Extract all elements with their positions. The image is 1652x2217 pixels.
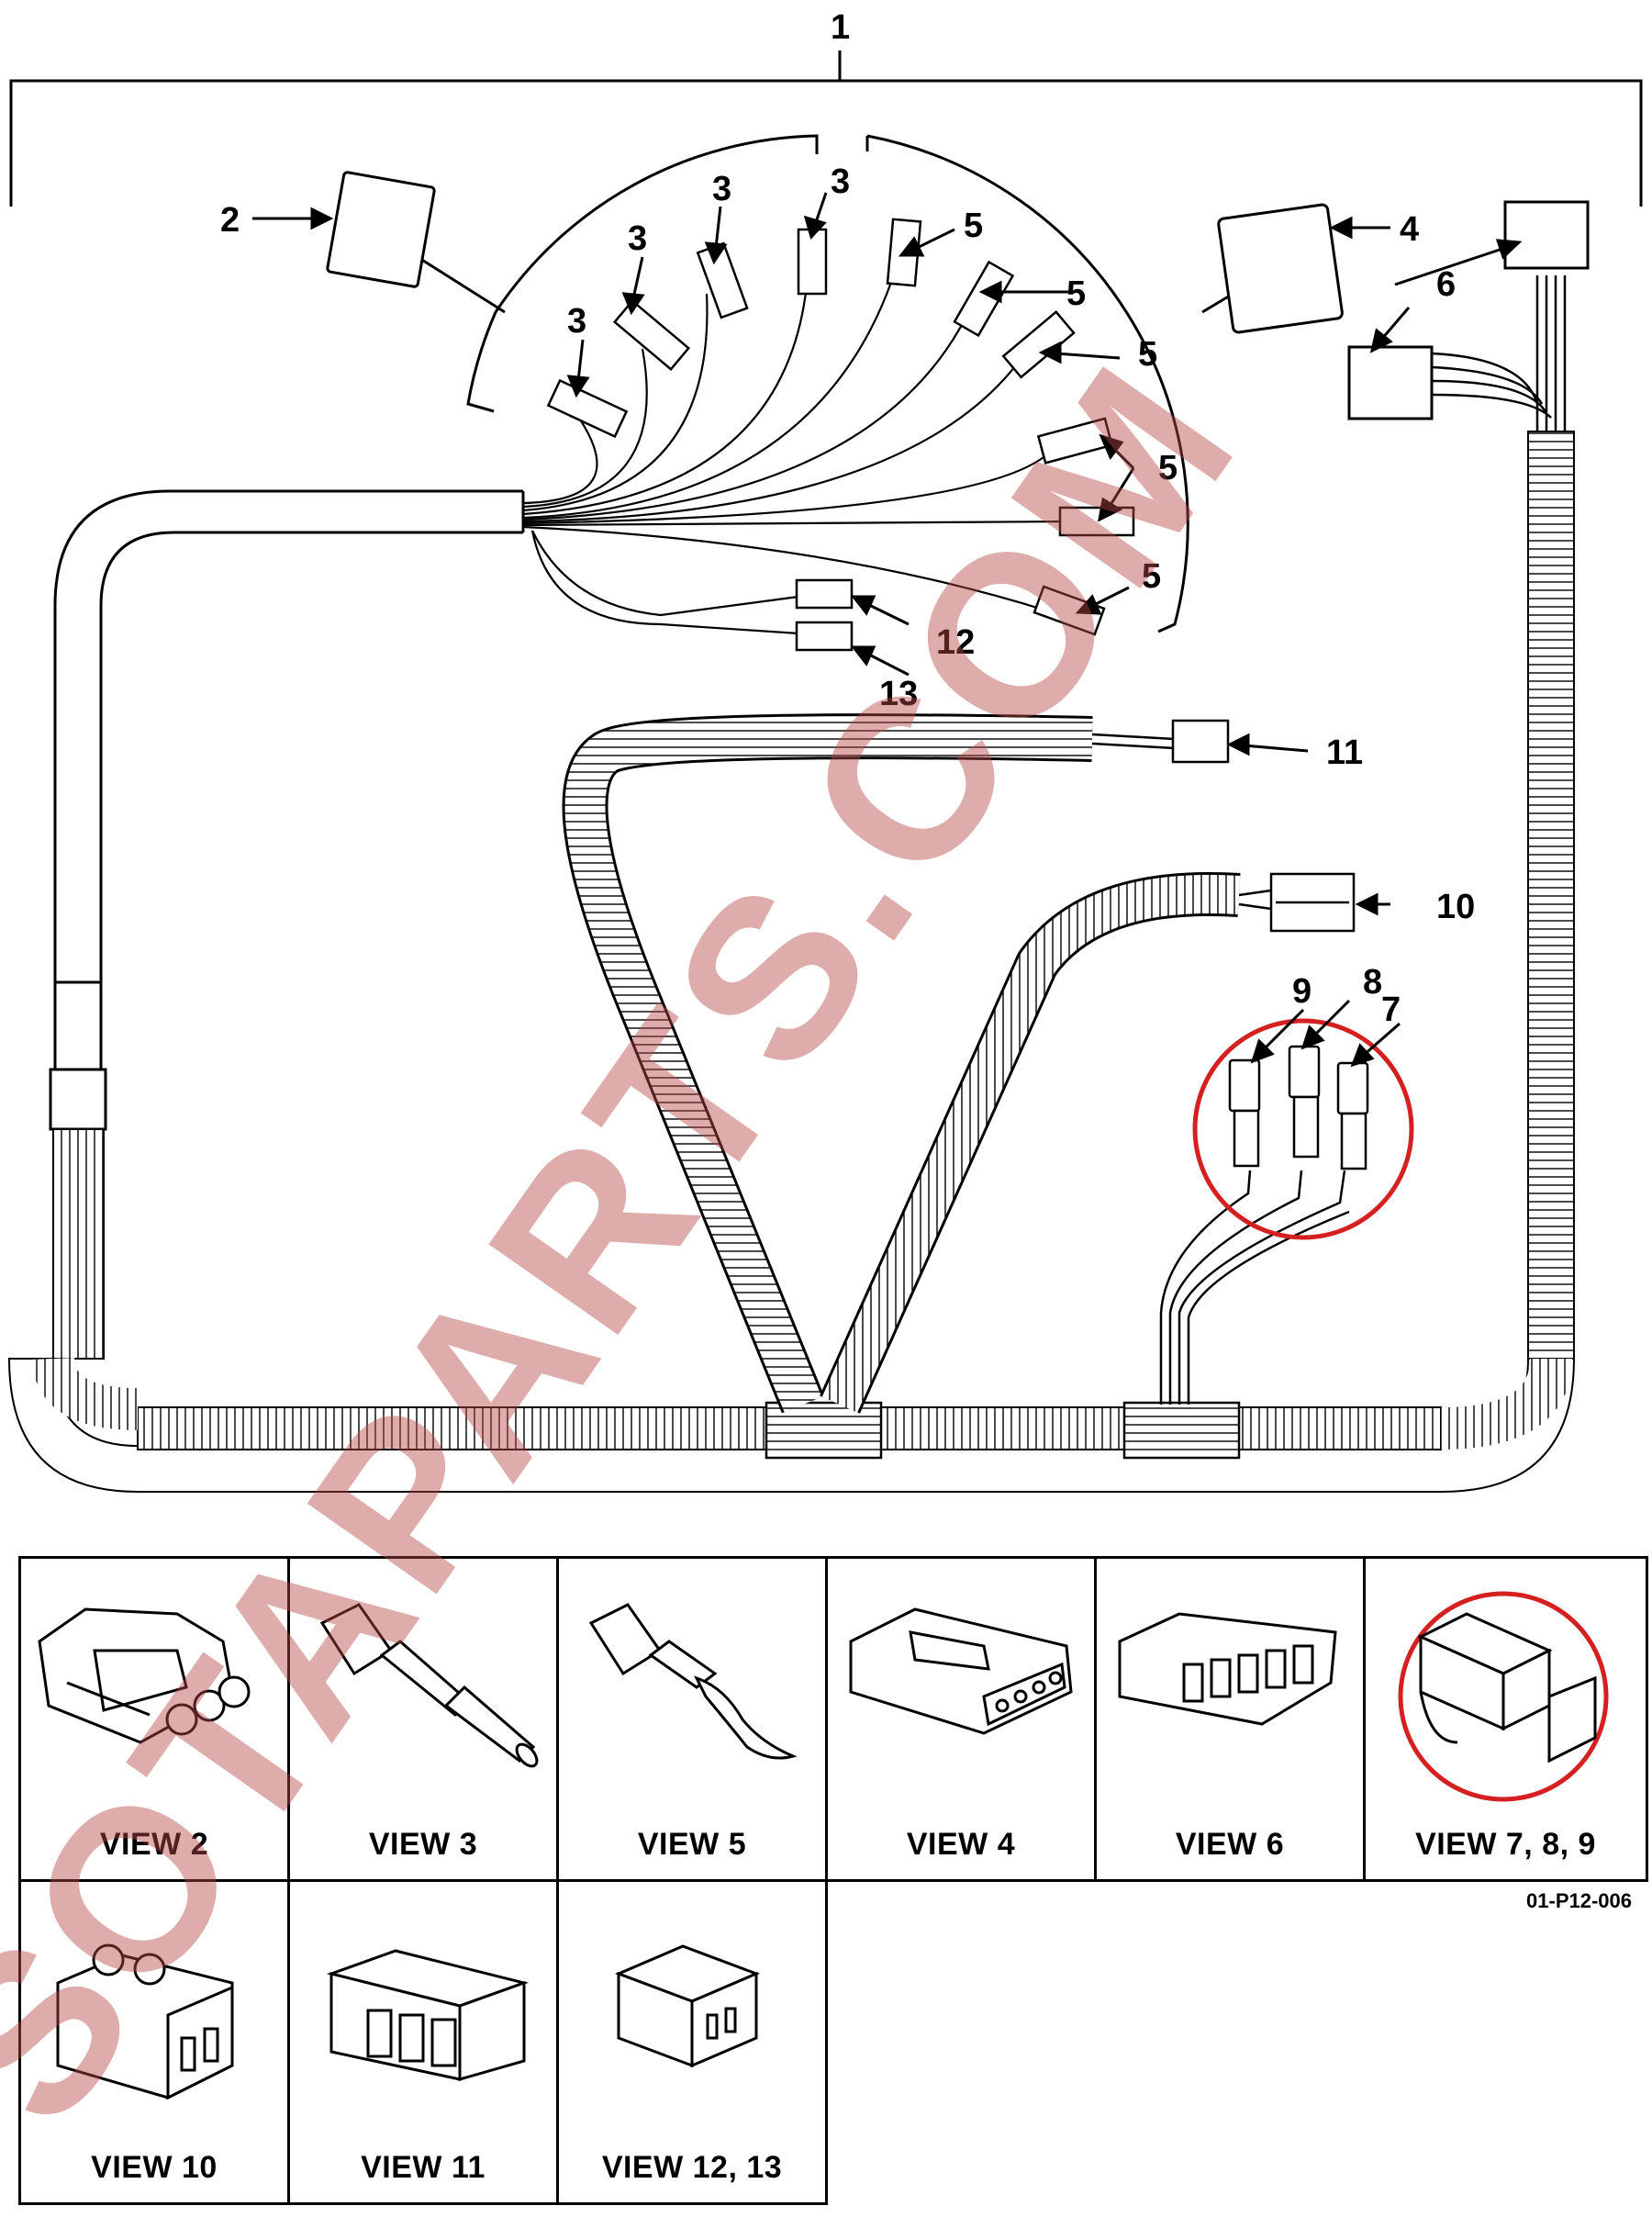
breakout-wires: [522, 256, 1075, 635]
drawing-number: 01-P12-006: [1526, 1889, 1632, 1912]
callout-11: 11: [1326, 733, 1363, 772]
callout-5b: 5: [1066, 274, 1086, 313]
view-6-label: VIEW 6: [1175, 1827, 1285, 1862]
view-4-cell: VIEW 4: [825, 1556, 1097, 1882]
view-5-label: VIEW 5: [637, 1827, 747, 1862]
branch-conduits: [562, 713, 1241, 1414]
callout-2: 2: [220, 201, 240, 240]
weather-pack-3-pin-connector-icon: [38, 1607, 251, 1744]
connector-6-side: [1347, 345, 1434, 420]
view-12-13-label: VIEW 12, 13: [601, 2150, 783, 2185]
two-way-latch-connector-icon: [56, 1943, 234, 2100]
view-11-label: VIEW 11: [361, 2150, 486, 2185]
callout-3b: 3: [628, 219, 647, 258]
view-11-cell: VIEW 11: [287, 1879, 559, 2205]
connector-4: [1201, 203, 1344, 334]
callout-6: 6: [1436, 265, 1456, 304]
junction-sleeve-left: [765, 1401, 883, 1460]
view-7-8-9-label: VIEW 7, 8, 9: [1415, 1827, 1596, 1862]
two-way-plug-icon: [614, 1944, 761, 2068]
wires-7-8-9: [1159, 1170, 1350, 1405]
junction-sleeve-right: [1122, 1401, 1241, 1460]
callout-5c: 5: [1138, 335, 1157, 374]
callout-5e: 5: [1142, 557, 1161, 596]
callout-12: 12: [936, 623, 975, 662]
breakout-arc: [466, 134, 1189, 633]
callout-4: 4: [1400, 210, 1419, 249]
view-4-label: VIEW 4: [906, 1827, 1016, 1862]
main-trunk-smooth: [49, 489, 525, 1131]
latch-connector-icon: [1398, 1591, 1609, 1802]
callout-7: 7: [1381, 991, 1401, 1029]
view-6-cell: VIEW 6: [1094, 1556, 1366, 1882]
connector-11: [1091, 719, 1230, 764]
highlight-circle-7-8-9: [1192, 1018, 1414, 1240]
callout-1: 1: [831, 8, 850, 47]
three-way-connector-icon: [326, 1949, 530, 2081]
terminals: [546, 218, 1135, 636]
edge-connector-6-way-icon: [1118, 1612, 1337, 1726]
view-12-13-cell: VIEW 12, 13: [556, 1879, 828, 2205]
harness-diagram: 1 2 4 6 3 3 3 3 5 5 5 5 5 12 13 11 10 9 …: [7, 8, 1643, 1493]
view-3-label: VIEW 3: [368, 1827, 478, 1862]
views-grid: VIEW 2 VIEW 3 VIEW 5: [18, 1556, 1648, 2205]
callout-8: 8: [1363, 963, 1382, 1002]
callout-3d: 3: [831, 162, 850, 201]
pin-terminal-with-seal-icon: [319, 1603, 539, 1768]
callout-3a: 3: [567, 302, 586, 341]
connector-10: [1238, 872, 1356, 933]
callout-13: 13: [879, 675, 918, 713]
view-2-cell: VIEW 2: [18, 1556, 290, 1882]
socket-terminal-with-seal-icon: [588, 1603, 798, 1760]
callout-5a: 5: [964, 207, 983, 245]
callout-3c: 3: [712, 170, 731, 208]
view-7-8-9-cell: VIEW 7, 8, 9: [1363, 1556, 1648, 1882]
connectors-7-8-9: [1228, 1045, 1369, 1170]
assembly-bracket: [9, 50, 1643, 207]
view-5-cell: VIEW 5: [556, 1556, 828, 1882]
callout-5d: 5: [1158, 449, 1178, 487]
view-3-cell: VIEW 3: [287, 1556, 559, 1882]
connector-6-top: [1503, 200, 1590, 270]
view-10-label: VIEW 10: [91, 2150, 218, 2185]
wires-right-top: [1431, 275, 1567, 431]
view-2-label: VIEW 2: [99, 1827, 209, 1862]
multi-pin-housing-icon: [849, 1607, 1073, 1735]
leader-arrows: [252, 192, 1523, 1068]
connector-13: [795, 621, 854, 652]
connector-2: [326, 171, 506, 314]
callout-9: 9: [1292, 972, 1312, 1011]
connector-12: [795, 578, 854, 610]
callout-10: 10: [1436, 888, 1475, 926]
view-10-cell: VIEW 10: [18, 1879, 290, 2205]
